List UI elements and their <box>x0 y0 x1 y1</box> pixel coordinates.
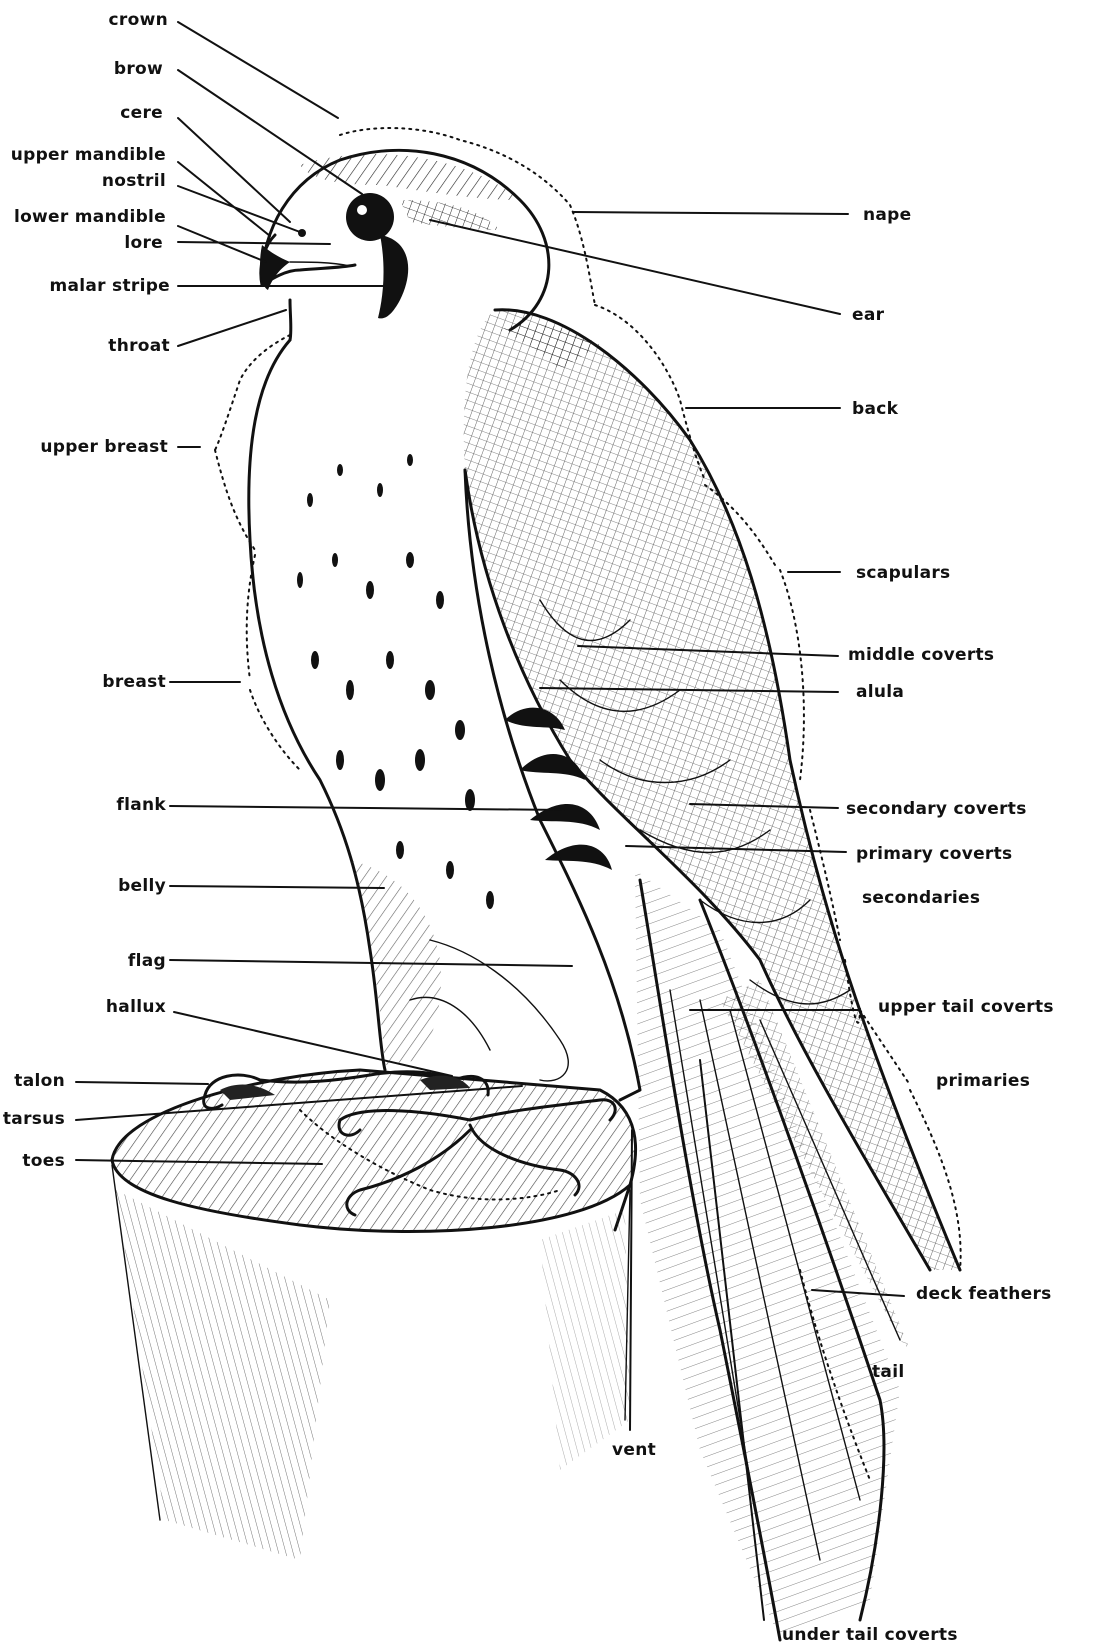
label-toes: toes <box>22 1151 65 1171</box>
label-tarsus: tarsus <box>3 1109 65 1129</box>
label-middle-coverts: middle coverts <box>848 645 994 665</box>
label-upper-tail-coverts: upper tail coverts <box>878 997 1054 1017</box>
label-upper-breast: upper breast <box>40 437 168 457</box>
label-primaries: primaries <box>936 1071 1030 1091</box>
label-hallux: hallux <box>106 997 166 1017</box>
left-labels: crown brow cere upper mandible nostril l… <box>3 10 170 1171</box>
upper-mandible-leader <box>178 162 270 236</box>
label-upper-mandible: upper mandible <box>11 145 166 165</box>
throat-leader <box>178 310 286 346</box>
flank-leader <box>170 806 564 810</box>
talon-leader <box>76 1082 208 1084</box>
breast-spots <box>297 454 494 909</box>
label-nape: nape <box>863 205 911 225</box>
nape-leader <box>574 212 848 214</box>
label-tail: tail <box>872 1362 904 1382</box>
head-illustration <box>260 150 600 370</box>
label-secondary-coverts: secondary coverts <box>846 799 1027 819</box>
label-vent: vent <box>612 1440 656 1460</box>
brow-leader <box>178 70 362 194</box>
label-belly: belly <box>118 876 166 896</box>
label-secondaries: secondaries <box>862 888 980 908</box>
label-lore: lore <box>124 233 163 253</box>
label-nostril: nostril <box>102 171 166 191</box>
lower-mandible-leader <box>178 226 266 262</box>
label-primary-coverts: primary coverts <box>856 844 1012 864</box>
perch-illustration <box>112 1070 636 1560</box>
ear-leader <box>430 220 840 314</box>
label-flag: flag <box>128 951 166 971</box>
label-cere: cere <box>120 103 163 123</box>
crown-leader <box>178 22 338 118</box>
label-ear: ear <box>852 305 885 325</box>
label-throat: throat <box>108 336 170 356</box>
label-lower-mandible: lower mandible <box>14 207 166 227</box>
belly-leader <box>170 886 384 888</box>
label-deck-feathers: deck feathers <box>916 1284 1052 1304</box>
label-talon: talon <box>14 1071 65 1091</box>
label-scapulars: scapulars <box>856 563 950 583</box>
lore-leader <box>178 242 330 244</box>
label-back: back <box>852 399 899 419</box>
label-under-tail-coverts: under tail coverts <box>782 1625 958 1645</box>
label-crown: crown <box>109 10 168 30</box>
label-alula: alula <box>856 682 904 702</box>
label-brow: brow <box>114 59 163 79</box>
label-malar-stripe: malar stripe <box>49 276 170 296</box>
label-flank: flank <box>116 795 166 815</box>
label-breast: breast <box>102 672 166 692</box>
